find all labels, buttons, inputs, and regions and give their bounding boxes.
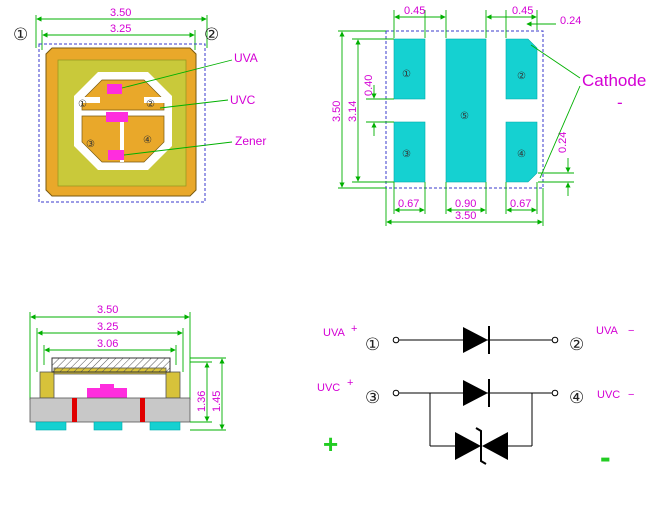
top-dim-outer: 3.50 [110, 7, 131, 19]
bottom-dim-center: 0.90 [455, 198, 476, 210]
sch-plus-symbol: + [323, 429, 338, 459]
bottom-dim-gap: 0.40 [363, 75, 375, 96]
sch-node3: ③ [365, 388, 380, 408]
bottom-dim-right: 0.67 [510, 198, 531, 210]
top-outline [38, 43, 206, 203]
bottom-pad5-label: ⑤ [460, 111, 469, 122]
bottom-pad2-label: ② [517, 71, 526, 82]
bottom-pad4 [505, 121, 538, 183]
uva-chip [107, 84, 122, 94]
bottom-pad2 [505, 38, 538, 100]
sch-node4: ④ [569, 388, 584, 408]
bottom-view: ① ② ③ ④ ⑤ 0.45 0.45 0.24 3.50 3.14 0.40 [331, 5, 646, 226]
top-pin1: ① [13, 25, 28, 45]
sch-uvc-plus-label: UVC [317, 382, 340, 394]
side-view: 3.50 3.25 3.06 1.36 1.45 [29, 304, 226, 431]
top-inner-pin3: ③ [86, 139, 95, 150]
bottom-pad1 [393, 38, 426, 100]
callout-uva: UVA [234, 51, 258, 65]
callout-zener: Zener [235, 134, 266, 148]
sch-uvc-plus-sign: + [347, 377, 353, 389]
sch-node1: ① [365, 335, 380, 355]
top-pin2: ② [204, 25, 219, 45]
bottom-dim-inner-h: 3.14 [347, 101, 359, 122]
bottom-pad3 [393, 121, 426, 183]
cathode-label: Cathode [582, 71, 646, 90]
sch-zener [455, 432, 481, 460]
bottom-dim-045-left: 0.45 [404, 5, 425, 17]
bottom-dim-chamfer-side: 0.24 [557, 132, 569, 153]
sch-uva-plus-label: UVA [323, 327, 345, 339]
bottom-pad5 [445, 38, 487, 183]
sch-minus-symbol: - [600, 439, 611, 475]
sch-uva-minus-label: UVA [596, 325, 618, 337]
bottom-outline [385, 30, 544, 189]
top-view: 3.50 3.25 ① ② ① ② ③ ④ UVA UV [13, 7, 266, 203]
top-inner-pin4: ④ [143, 135, 152, 146]
schematic: UVA + ① ② UVA − UVC + ③ ④ UVC − + - [317, 323, 634, 475]
side-dim-b: 3.25 [97, 321, 118, 333]
top-inner-pin2: ② [146, 99, 155, 110]
sch-uva-plus-sign: + [351, 323, 357, 335]
sch-uvc-minus-label: UVC [597, 389, 620, 401]
side-dim-h2: 1.45 [211, 391, 223, 412]
bottom-dim-height: 3.50 [331, 101, 343, 122]
side-ceramic [29, 397, 191, 423]
side-dim-h1: 1.36 [196, 391, 208, 412]
sch-uva-minus-sign: − [628, 325, 634, 337]
uvc-chip [106, 112, 128, 122]
bottom-pad4-label: ④ [517, 149, 526, 160]
sch-node2: ② [569, 335, 584, 355]
side-dim-c: 3.06 [97, 338, 118, 350]
bottom-dim-chamfer: 0.24 [560, 15, 581, 27]
bottom-pad3-label: ③ [402, 149, 411, 160]
sch-uvc-diode [463, 380, 488, 406]
top-inner-pin1: ① [78, 99, 87, 110]
callout-uvc: UVC [230, 93, 256, 107]
top-dim-inner: 3.25 [110, 23, 131, 35]
zener-chip [108, 150, 124, 160]
sch-uvc-minus-sign: − [628, 389, 634, 401]
side-dim-a: 3.50 [97, 304, 118, 316]
sch-uva-diode [463, 327, 488, 353]
bottom-dim-total: 3.50 [455, 210, 476, 222]
side-window [51, 357, 171, 373]
bottom-dim-left: 0.67 [398, 198, 419, 210]
bottom-pad1-label: ① [402, 69, 411, 80]
side-chip [87, 388, 127, 398]
cathode-sign: - [617, 93, 623, 112]
bottom-dim-045-right: 0.45 [512, 5, 533, 17]
